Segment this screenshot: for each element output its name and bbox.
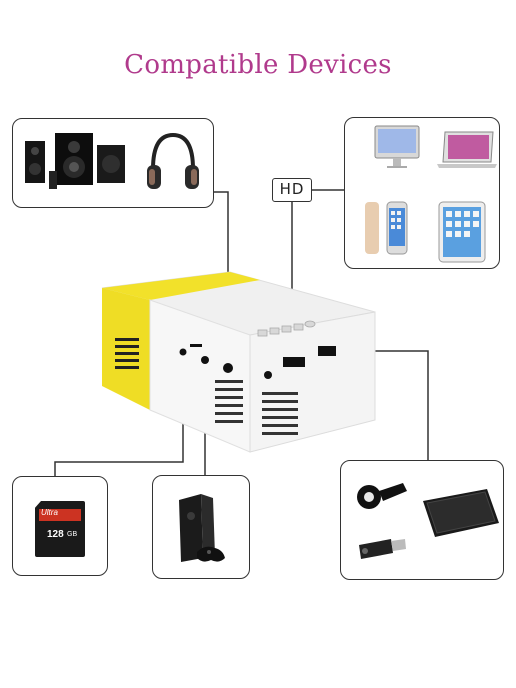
imac-icon [374,125,420,168]
chromecast-icon [357,483,407,509]
xbox-console-icon [179,494,225,562]
iphone-icon [365,201,408,255]
usb-flash-drive-icon [359,539,406,559]
sd-card-box: Ultra 128 GB [12,476,108,576]
audio-devices-box [12,118,214,208]
external-hard-drive-icon [423,489,499,537]
hd-devices-illustration [365,125,497,263]
sd-card-unit: GB [67,531,78,538]
sd-card-capacity: 128 [47,529,64,540]
usb-devices-box [340,460,504,580]
sd-card-icon: Ultra 128 GB [35,501,85,557]
sd-card-brand: Ultra [41,508,58,517]
hd-devices-box [344,117,500,269]
speaker-system-icon [25,133,125,189]
hd-label: HD [272,178,312,202]
console-box [152,475,250,579]
page-title: Compatible Devices [124,50,392,80]
ipad-icon [438,201,486,263]
usb-devices-illustration [357,483,499,559]
headphones-icon [147,132,199,189]
macbook-icon [437,131,497,168]
